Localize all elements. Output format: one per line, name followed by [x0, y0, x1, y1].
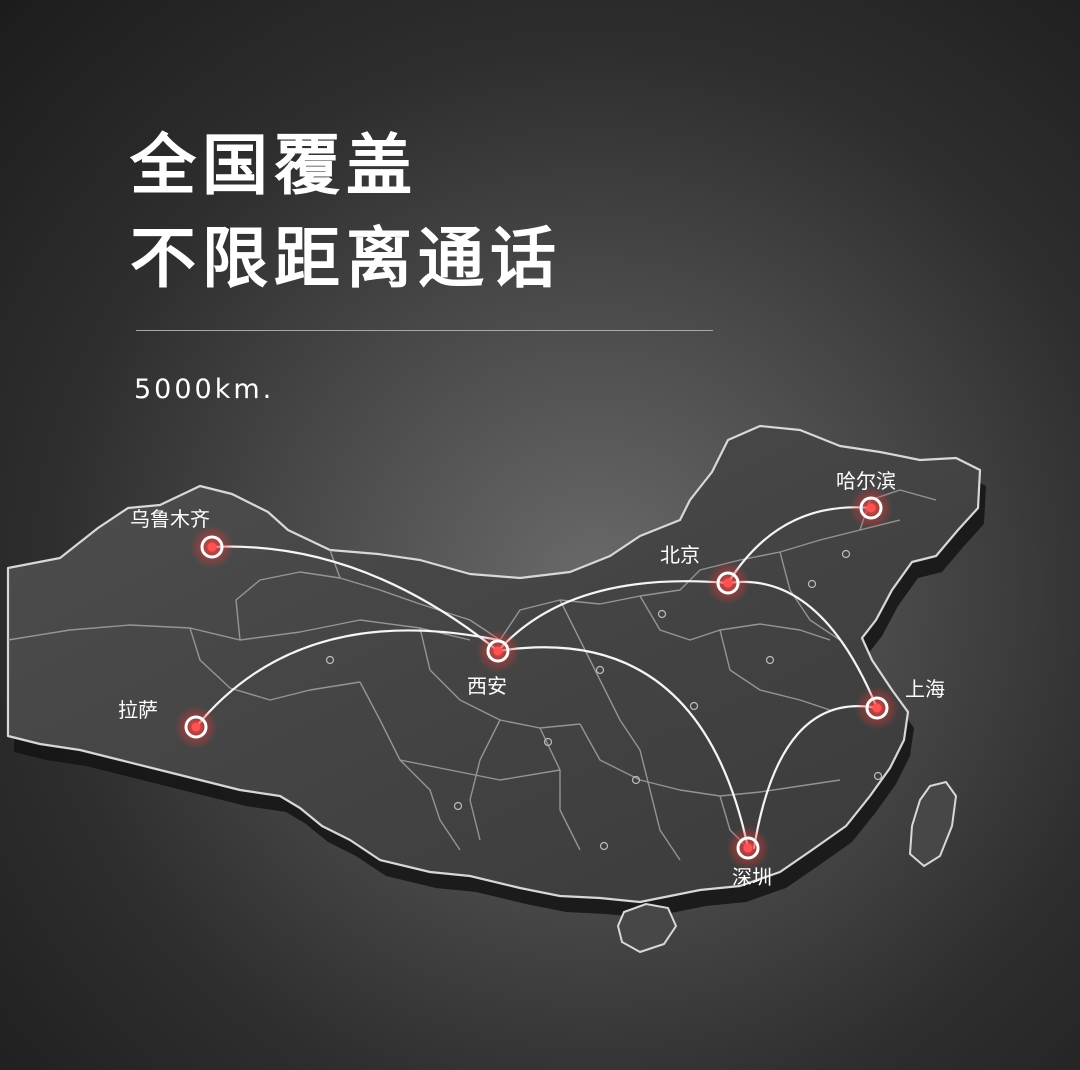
city-label-shanghai: 上海 [905, 677, 945, 701]
city-label-beijing: 北京 [660, 543, 700, 567]
city-label-harbin: 哈尔滨 [836, 469, 896, 493]
hainan-island [616, 902, 678, 954]
route-urumqi-xian [210, 545, 500, 653]
route-xian-beijing [496, 580, 730, 653]
city-marker-beijing[interactable] [706, 561, 750, 605]
city-label-shenzhen: 深圳 [732, 865, 772, 889]
city-marker-xian[interactable] [476, 629, 520, 673]
headline-line-2: 不限距离通话 [130, 220, 562, 297]
distance-label: 5000km. [134, 374, 275, 405]
city-label-lhasa: 拉萨 [118, 698, 158, 722]
city-marker-harbin[interactable] [849, 486, 893, 530]
city-label-urumqi: 乌鲁木齐 [130, 507, 210, 531]
headline-line-1: 全国覆盖 [130, 127, 418, 204]
divider [136, 330, 713, 331]
minor-city-dots [325, 549, 883, 851]
route-beijing-shanghai [726, 580, 879, 710]
city-marker-shenzhen[interactable] [726, 826, 770, 870]
taiwan-island [908, 780, 958, 868]
city-marker-urumqi[interactable] [190, 525, 234, 569]
route-xian-shenzhen [496, 646, 750, 850]
city-label-xian: 西安 [467, 674, 507, 698]
route-shanghai-shenzhen [752, 705, 879, 850]
route-lhasa-xian [194, 629, 500, 729]
city-marker-lhasa[interactable] [174, 705, 218, 749]
city-marker-shanghai[interactable] [855, 686, 899, 730]
